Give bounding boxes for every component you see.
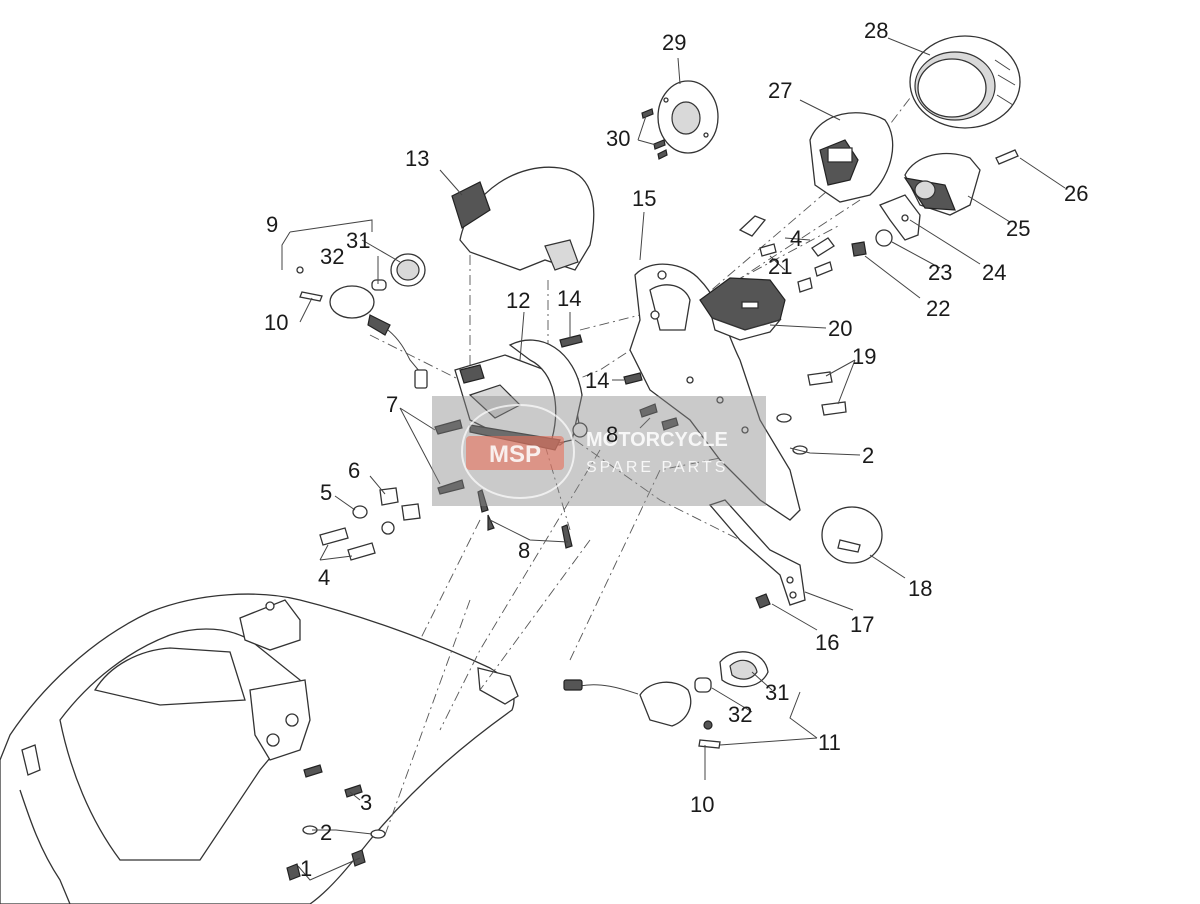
callout-label: 9 xyxy=(266,212,278,237)
callout-label: 5 xyxy=(320,480,332,505)
callout-label: 17 xyxy=(850,612,874,637)
part-18-reflector xyxy=(821,506,883,564)
watermark-line2: SPARE PARTS xyxy=(586,459,728,476)
callout-label: 30 xyxy=(606,126,630,151)
part-17-bracket xyxy=(708,499,806,606)
callout-label: 14 xyxy=(557,286,581,311)
callout-labels: 1 2 2 3 4 4 4 5 6 7 8 8 9 10 10 11 12 13… xyxy=(264,18,1088,881)
part-26-screw xyxy=(995,149,1019,165)
callout-label: 31 xyxy=(346,228,370,253)
callout-label: 4 xyxy=(318,565,330,590)
part-10-screw-upper xyxy=(299,291,323,302)
callout-label: 6 xyxy=(348,458,360,483)
part-30-screws xyxy=(641,108,668,160)
callout-label: 8 xyxy=(518,538,530,563)
callout-label: 14 xyxy=(585,368,609,393)
part-25-tail-light xyxy=(903,152,981,216)
callout-label: 11 xyxy=(818,730,841,755)
callout-label: 21 xyxy=(768,254,792,279)
part-13-cover xyxy=(451,166,595,271)
callout-label: 4 xyxy=(790,226,802,251)
part-11-indicator-lower xyxy=(563,679,713,730)
callout-label: 18 xyxy=(908,576,932,601)
part-31-lens-upper xyxy=(390,253,426,287)
watermark-logo: MSP xyxy=(489,441,541,468)
callout-label: 25 xyxy=(1006,216,1030,241)
screws-upper xyxy=(738,215,835,293)
callout-label: 7 xyxy=(386,392,398,417)
callout-label: 20 xyxy=(828,316,852,341)
callout-label: 2 xyxy=(862,443,874,468)
callout-label: 2 xyxy=(320,820,332,845)
callout-label: 32 xyxy=(728,702,752,727)
callout-label: 3 xyxy=(360,790,372,815)
callout-label: 13 xyxy=(405,146,429,171)
callout-label: 31 xyxy=(765,680,789,705)
callout-label: 8 xyxy=(606,422,618,447)
leader-lines xyxy=(281,37,1066,881)
callout-label: 10 xyxy=(690,792,714,817)
callout-label: 19 xyxy=(852,344,876,369)
fasteners-left xyxy=(319,487,421,561)
part-29-plate xyxy=(657,80,719,154)
callout-label: 22 xyxy=(926,296,950,321)
callout-label: 28 xyxy=(864,18,888,43)
callout-label: 32 xyxy=(320,244,344,269)
part-16-nut xyxy=(755,593,771,609)
watermark-logo-plate xyxy=(466,436,564,470)
part-31-lens-lower xyxy=(719,651,769,688)
callout-label: 10 xyxy=(264,310,288,335)
part-15-plate-holder xyxy=(629,263,801,521)
callout-label: 24 xyxy=(982,260,1006,285)
part-10-screw-lower xyxy=(698,739,721,749)
callout-label: 27 xyxy=(768,78,792,103)
part-27-light-body xyxy=(809,112,894,203)
callout-label: 15 xyxy=(632,186,656,211)
callout-label: 26 xyxy=(1064,181,1088,206)
screws-19 xyxy=(286,371,847,881)
callout-label: 1 xyxy=(300,856,312,881)
callout-label: 12 xyxy=(506,288,530,313)
parts-22-24 xyxy=(851,194,921,257)
part-32-bulb-upper xyxy=(371,279,387,291)
callout-label: 29 xyxy=(662,30,686,55)
part-9-indicator xyxy=(296,266,428,389)
watermark: MSP MOTORCYCLE SPARE PARTS xyxy=(432,396,766,506)
callout-label: 23 xyxy=(928,260,952,285)
part-32-bulb-lower xyxy=(694,677,712,693)
watermark-globe-icon xyxy=(460,403,576,500)
part-20-lamp-housing xyxy=(699,277,786,341)
part-28-ring xyxy=(909,35,1021,129)
rear-fender xyxy=(0,593,519,904)
small-screws xyxy=(434,334,679,549)
callout-label: 16 xyxy=(815,630,839,655)
watermark-line1: MOTORCYCLE xyxy=(586,429,728,451)
